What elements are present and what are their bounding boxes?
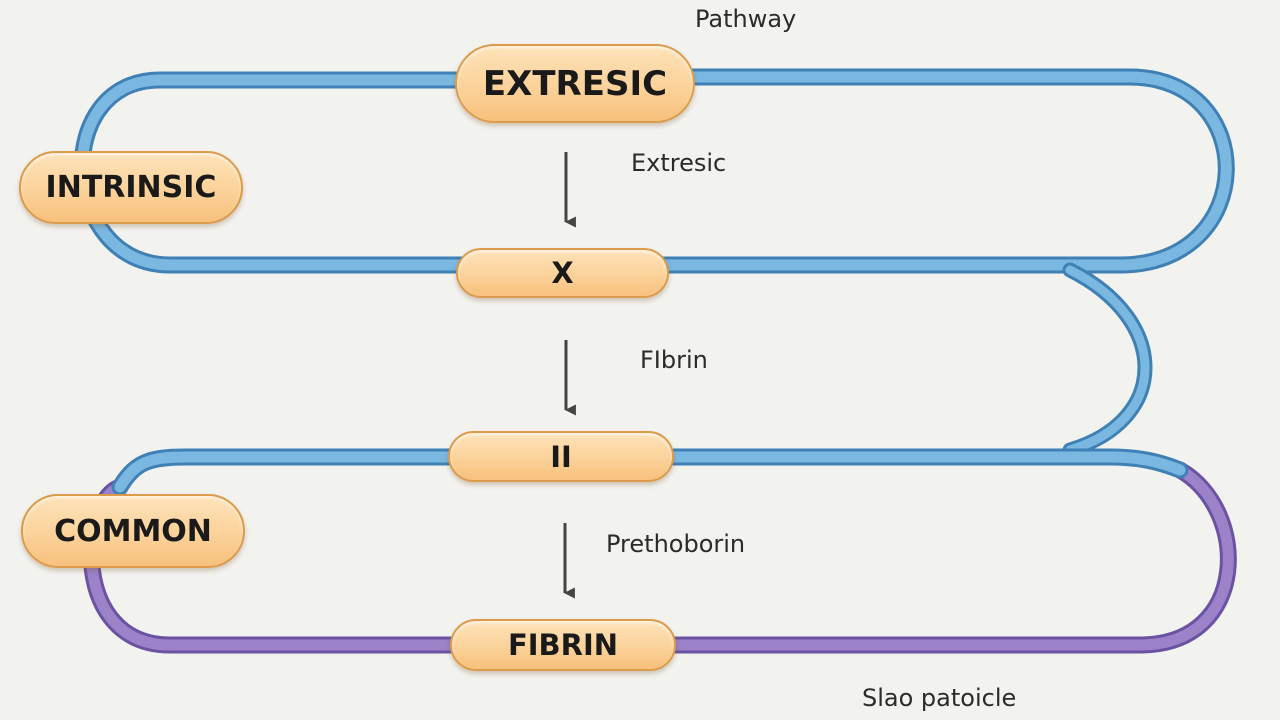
header-title: Pathway [695,5,797,33]
connector [1065,265,1150,455]
node-common: COMMON [21,494,245,568]
node-extresic: EXTRESIC [455,44,695,123]
node-x: X [456,248,669,298]
node-ii: II [448,431,674,482]
node-intrinsic: INTRINSIC [19,151,243,224]
node-fibrin: FIBRIN [450,619,676,671]
footer-caption: Slao patoicle [862,684,1017,712]
top-loop [76,71,1232,271]
arrow-label-fibrin: FIbrin [640,346,708,374]
arrow-label-prethoborin: Prethoborin [606,530,746,558]
arrow-label-extresic: Extresic [631,149,727,177]
